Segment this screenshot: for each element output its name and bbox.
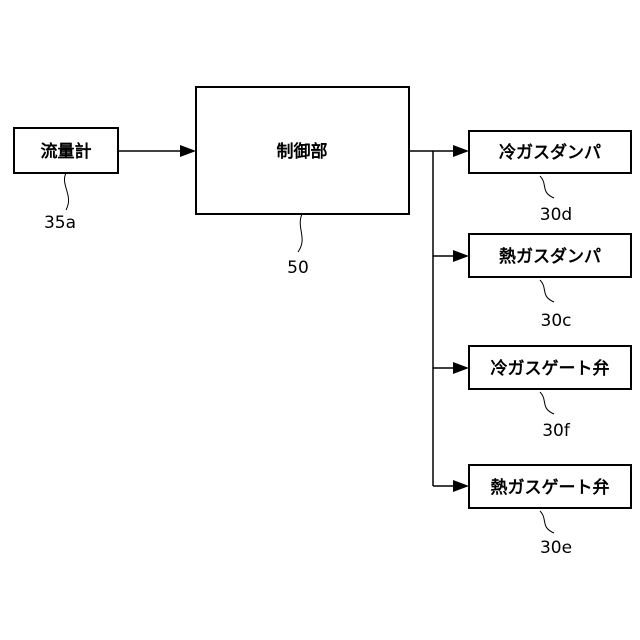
bus-to-hot-gas-gate-valve-arrowhead bbox=[453, 480, 469, 492]
bus-to-cold-gas-damper-arrowhead bbox=[453, 145, 469, 157]
bus-to-cold-gas-gate-valve-arrowhead bbox=[453, 362, 469, 374]
cold-gas-damper-label: 冷ガスダンパ bbox=[499, 142, 601, 163]
hot-gas-damper-ref: 30c bbox=[541, 311, 572, 331]
bus-to-hot-gas-damper-arrowhead bbox=[453, 250, 469, 262]
flowmeter-ref: 35a bbox=[44, 213, 76, 233]
controller-ref: 50 bbox=[287, 258, 309, 278]
flowmeter-to-controller-arrowhead bbox=[180, 145, 196, 157]
hot-gas-damper-leader bbox=[540, 280, 554, 302]
controller-label: 制御部 bbox=[277, 141, 328, 162]
hot-gas-gate-valve-label: 熱ガスゲート弁 bbox=[491, 477, 610, 498]
cold-gas-gate-valve-leader bbox=[540, 392, 554, 414]
cold-gas-gate-valve-label: 冷ガスゲート弁 bbox=[491, 358, 610, 379]
hot-gas-gate-valve-leader bbox=[540, 511, 554, 533]
cold-gas-gate-valve-ref: 30f bbox=[542, 421, 571, 441]
flowmeter-leader bbox=[64, 173, 68, 210]
cold-gas-damper-leader bbox=[540, 176, 554, 198]
hot-gas-gate-valve-ref: 30e bbox=[540, 538, 572, 558]
controller-leader bbox=[298, 214, 302, 252]
cold-gas-damper-ref: 30d bbox=[540, 205, 572, 225]
hot-gas-damper-label: 熱ガスダンパ bbox=[499, 246, 601, 267]
flowmeter-label: 流量計 bbox=[41, 141, 92, 162]
